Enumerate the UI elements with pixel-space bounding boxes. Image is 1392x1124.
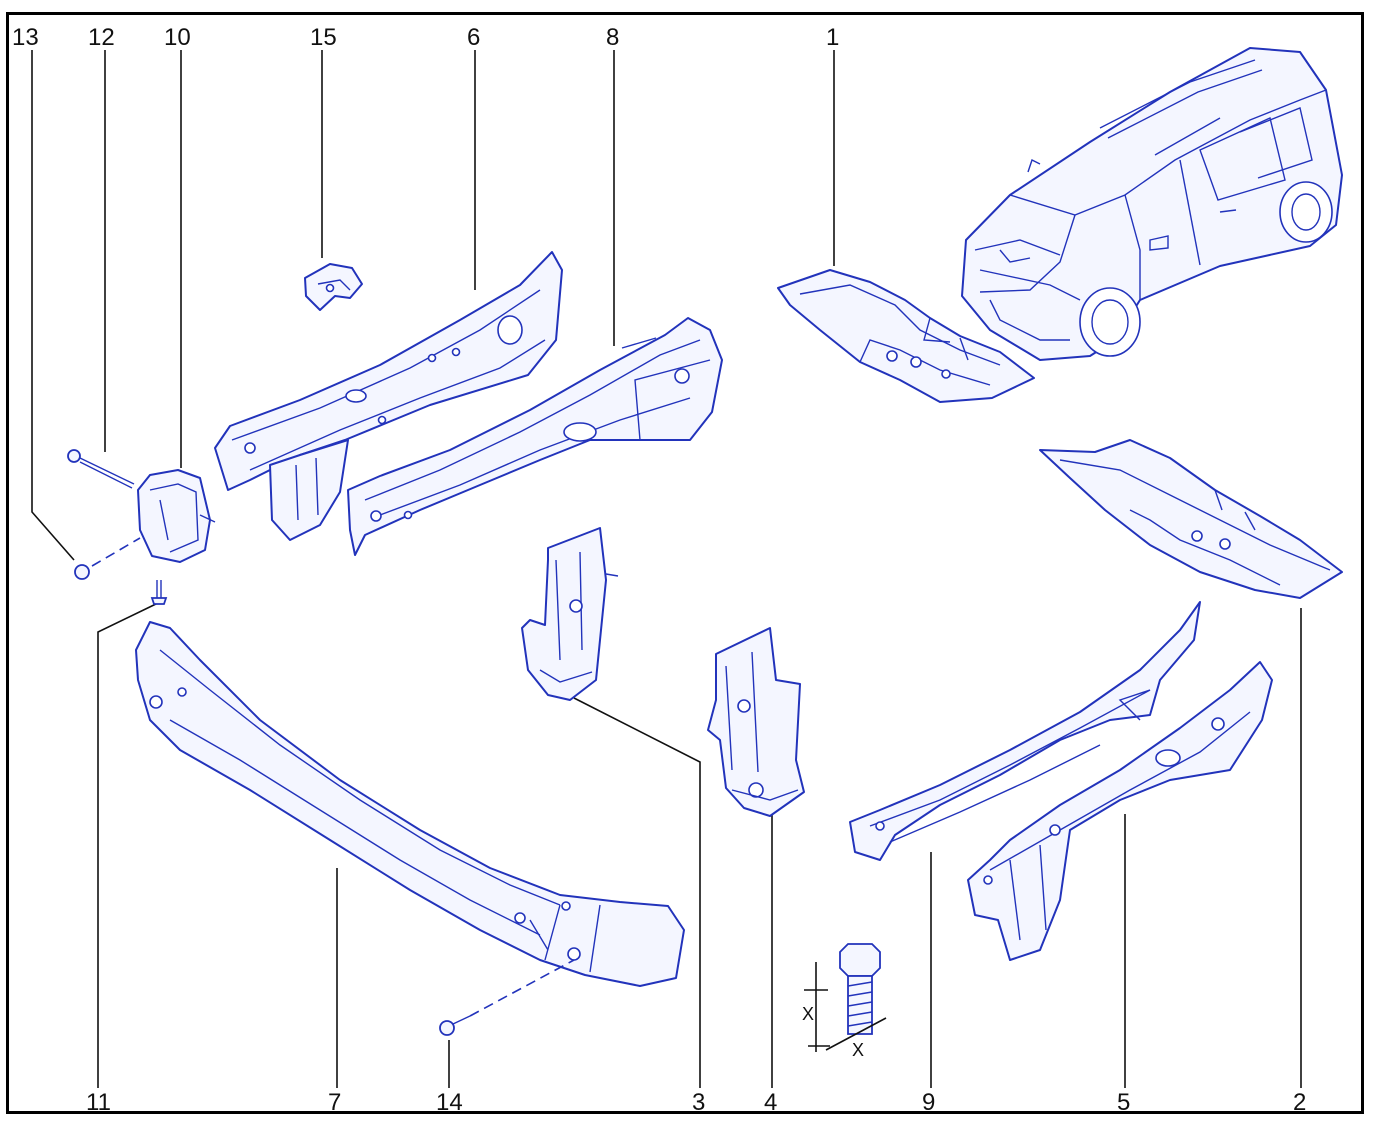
part-1-panel [777, 269, 1035, 403]
leader-13 [31, 50, 75, 561]
part-8-rail [347, 317, 723, 556]
vehicle-illustration [961, 47, 1343, 361]
fastener-13 [74, 537, 141, 580]
label-10: 10 [164, 24, 191, 51]
label-15: 15 [310, 24, 337, 51]
part-15-bracket [304, 263, 363, 311]
part-9-rail [849, 601, 1201, 861]
label-9: 9 [922, 1089, 935, 1116]
part-10-bracket [137, 469, 216, 563]
label-12: 12 [88, 24, 115, 51]
callout-labels: 13 12 10 15 6 8 1 11 7 14 3 4 9 5 2 [12, 24, 1306, 1116]
part-5-rail [967, 661, 1273, 961]
label-8: 8 [606, 24, 619, 51]
part-2-panel [1039, 439, 1343, 599]
fastener-14 [439, 959, 575, 1036]
part-6-rail [214, 251, 563, 541]
fastener-12 [67, 449, 135, 489]
part-4-bracket [707, 627, 805, 817]
leader-11 [97, 602, 159, 1088]
label-3: 3 [692, 1089, 705, 1116]
part-3-bracket [521, 527, 619, 701]
label-11: 11 [86, 1089, 111, 1116]
label-13: 13 [12, 24, 39, 51]
label-7: 7 [328, 1089, 341, 1116]
label-1: 1 [826, 24, 839, 51]
dimension-x-vertical: X [802, 1004, 814, 1024]
part-7-beam [135, 621, 685, 987]
dimension-x-diagonal: X [852, 1040, 864, 1060]
label-5: 5 [1117, 1089, 1130, 1116]
label-6: 6 [467, 24, 480, 51]
fastener-11 [150, 580, 168, 605]
leader-lines [31, 50, 1302, 1088]
diagram-frame [6, 12, 1364, 1114]
label-14: 14 [436, 1089, 463, 1116]
bolt-dimension-detail: X X [802, 943, 887, 1060]
label-2: 2 [1293, 1089, 1306, 1116]
leader-3 [573, 697, 701, 1088]
label-4: 4 [764, 1089, 777, 1116]
